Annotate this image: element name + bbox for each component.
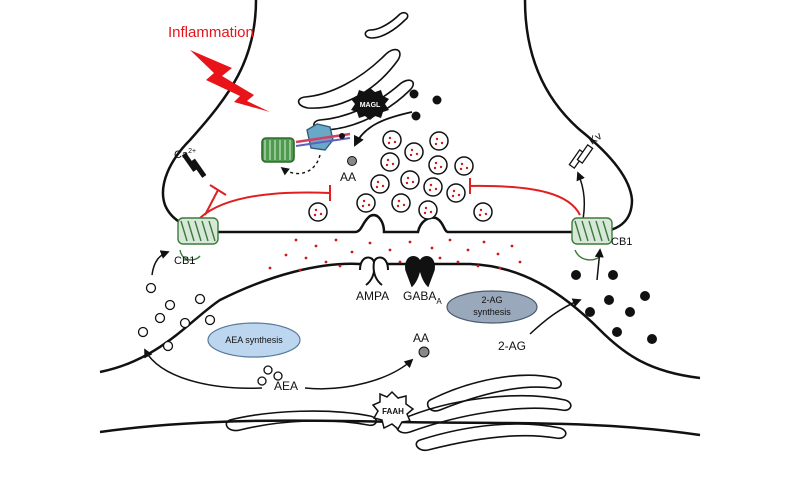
ca-superscript: 2+: [188, 148, 196, 155]
presynaptic-membrane: [161, 0, 634, 234]
golgi-apparatus: [297, 11, 415, 131]
ca-text: Ca: [174, 149, 189, 161]
2ag-molecules-bottom: [571, 270, 657, 344]
aea-molecules: [137, 282, 283, 386]
gaba-text: GABA: [403, 289, 436, 303]
2ag-molecules-top: [409, 89, 442, 121]
kv-channel-icon: [568, 144, 594, 169]
aea-label: AEA: [274, 379, 298, 393]
calcium-channel-icon: [181, 152, 207, 178]
aea-synthesis-label: AEA synthesis: [225, 335, 283, 345]
faah-enzyme-icon: [371, 390, 415, 431]
2ag-label: 2-AG: [498, 339, 526, 353]
aa-top-label: AA: [340, 170, 356, 184]
postsynaptic-membrane: [99, 262, 701, 380]
vesicle-contents: [313, 136, 488, 217]
ampa-label: AMPA: [356, 289, 389, 303]
magl-enzyme-icon: [351, 88, 389, 120]
aea-synthesis-ellipse: [207, 322, 301, 358]
aa-molecule-top: [347, 156, 357, 166]
magl-label: MAGL: [360, 102, 381, 109]
ampa-receptor-icon: [359, 256, 389, 286]
gaba-subscript: A: [436, 297, 442, 306]
aa-molecule-bottom: [418, 346, 430, 358]
ca-label: Ca2+: [174, 148, 196, 161]
magl-arrow: [354, 111, 413, 147]
synaptic-vesicles: [308, 130, 493, 222]
faah-label: FAAH: [382, 407, 404, 416]
inflammation-label: Inflammation: [168, 24, 254, 41]
dashed-arrow: [280, 154, 321, 176]
aea-up-arrow: [151, 250, 170, 276]
inhibition-left: [199, 184, 331, 219]
gaba-a-receptor-icon: [405, 256, 435, 288]
cb1-left-label: CB1: [174, 255, 195, 267]
2ag-synthesis-line2: synthesis: [473, 307, 511, 317]
gaba-label: GABAA: [403, 289, 442, 306]
protein-complex-icon: [295, 123, 351, 151]
green-receptor-icon: [261, 137, 295, 163]
cb1-right-label: CB1: [611, 236, 632, 248]
cb1-receptor-right-icon: [571, 217, 613, 261]
inflammation-lightning-icon: [190, 50, 270, 112]
inhibition-right: [469, 178, 581, 216]
aea-left-arrow: [144, 348, 263, 389]
aa-bottom-label: AA: [413, 331, 429, 345]
2ag-up-arrow: [594, 248, 604, 281]
kv-arrow: [576, 171, 586, 226]
endoplasmic-reticulum: [225, 374, 572, 452]
2ag-synthesis-ellipse: [446, 290, 538, 324]
2ag-synthesis-line1: 2-AG: [481, 295, 502, 305]
cb1-receptor-left-icon: [177, 217, 219, 261]
2ag-arrow: [529, 298, 582, 335]
aea-to-aa-arrow: [304, 358, 414, 390]
neurotransmitter-dots: [268, 238, 522, 272]
kv-label: Kv: [587, 130, 605, 147]
